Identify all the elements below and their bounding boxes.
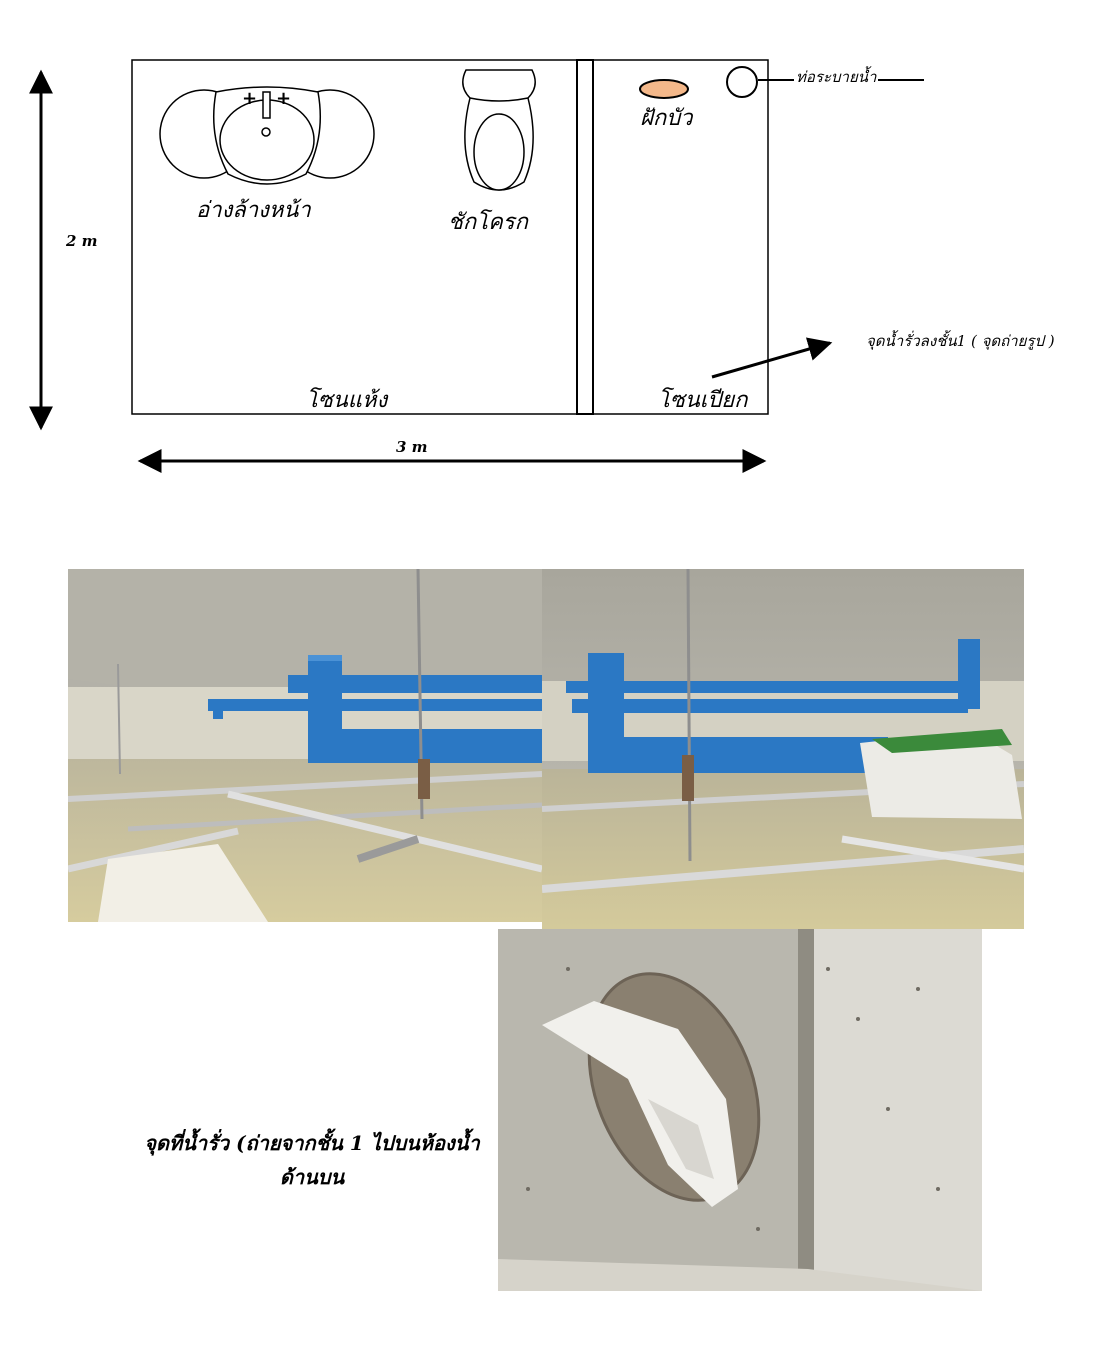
toilet-icon	[462, 69, 536, 191]
drain-icon	[726, 66, 758, 98]
photo-caption: จุดที่น้ำรั่ว (ถ่ายจากชั้น 1 ไปบนห้องน้ำ…	[112, 1126, 512, 1194]
photo-leak-spot	[498, 929, 982, 1291]
height-label: 2 m	[66, 232, 98, 250]
width-label: 3 m	[396, 438, 428, 456]
photo-ceiling-pipes-right	[542, 569, 1024, 929]
toilet-label: ชักโครก	[448, 210, 528, 235]
dry-zone-label: โซนแห้ง	[306, 388, 388, 413]
photo-ceiling-pipes-left	[68, 569, 542, 922]
drain-label: ท่อระบายน้ำ	[794, 68, 879, 86]
sink-label: อ่างล้างหน้า	[196, 198, 311, 223]
room-outline	[131, 59, 769, 415]
sink-icon: + +	[159, 86, 375, 185]
photo-caption-line2: ด้านบน	[279, 1165, 345, 1189]
plan-lines	[28, 59, 924, 473]
shower-label: ฝักบัว	[640, 106, 693, 131]
svg-text:+: +	[276, 88, 291, 109]
wet-zone-label: โซนเปียก	[658, 388, 748, 413]
leak-point-label: จุดน้ำรั่วลงชั้น1 ( จุดถ่ายรูป )	[866, 332, 1055, 350]
shower-partition	[576, 59, 594, 415]
photo-caption-line1: จุดที่น้ำรั่ว (ถ่ายจากชั้น 1 ไปบนห้องน้ำ	[144, 1131, 480, 1155]
leak-point-arrow	[711, 337, 833, 379]
shower-head-icon	[639, 79, 689, 99]
svg-text:+: +	[242, 88, 257, 109]
